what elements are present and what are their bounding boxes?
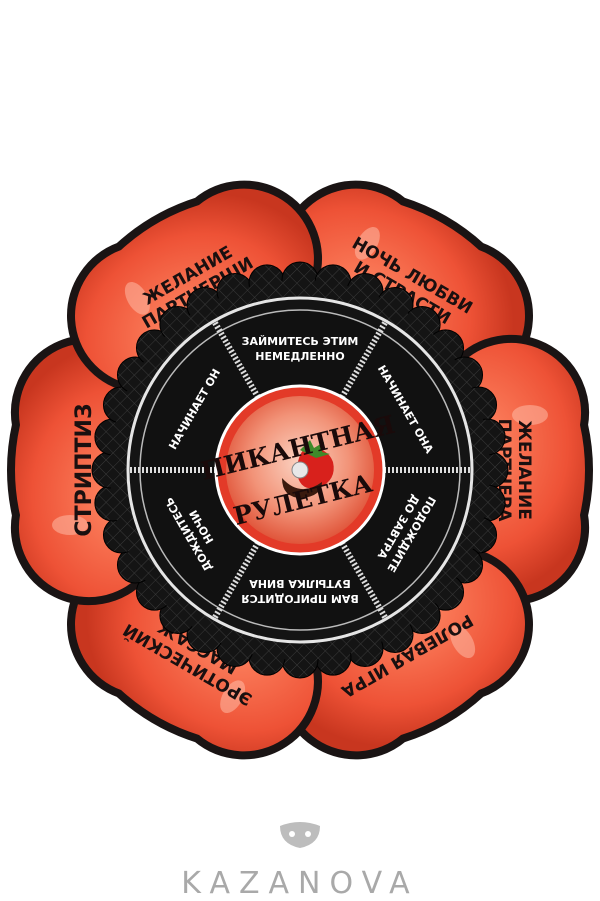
sector-label-line: ЗАЙМИТЕСЬ ЭТИМ <box>242 335 359 348</box>
sector-label-line: НЕМЕДЛЕННО <box>255 350 344 363</box>
sector-label: ВАМ ПРИГОДИТСЯ БУТЫЛКА ВИНА <box>241 577 359 605</box>
spinner-pin[interactable] <box>291 461 309 479</box>
sector-label: ЗАЙМИТЕСЬ ЭТИМ НЕМЕДЛЕННО <box>242 335 359 363</box>
sector-divider <box>339 541 389 621</box>
sector-label-line: ВАМ ПРИГОДИТСЯ <box>241 592 359 605</box>
sector-divider <box>339 319 389 399</box>
sector-divider <box>211 319 261 399</box>
strawberry-icon <box>282 440 334 498</box>
petal-label-line: ЖЕЛАНИЕ <box>514 420 534 520</box>
brand-logo: KAZANOVA <box>181 866 419 901</box>
sector-divider <box>211 541 261 621</box>
sector-label-line: БУТЫЛКА ВИНА <box>249 577 351 590</box>
mask-logo-icon <box>280 822 320 848</box>
